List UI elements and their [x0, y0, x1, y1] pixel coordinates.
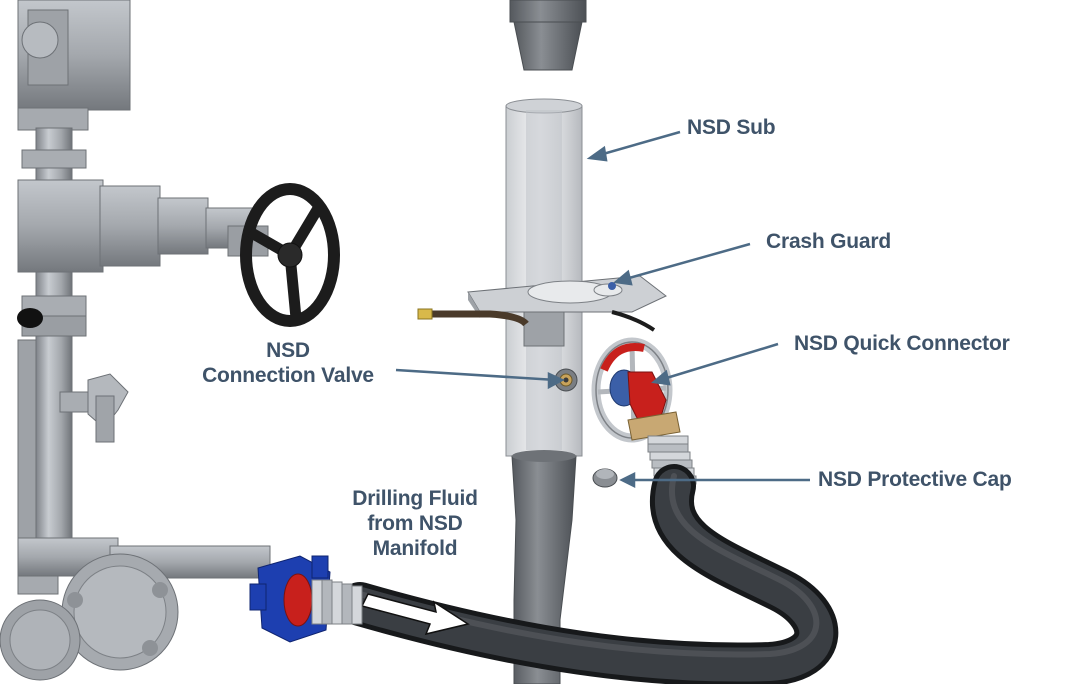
drilling-fluid-hose	[338, 464, 839, 684]
handwheel	[227, 183, 340, 327]
label-protective-cap: NSD Protective Cap	[818, 468, 1012, 491]
label-connection-valve: NSD Connection Valve	[183, 338, 393, 388]
hammer-union	[249, 555, 363, 643]
nsd-sub-assembly	[505, 0, 587, 684]
leader-lines	[395, 130, 810, 489]
plug-valve-knob	[59, 373, 129, 443]
label-crash-guard: Crash Guard	[766, 230, 891, 253]
crash-guard	[417, 275, 667, 332]
label-drilling-fluid: Drilling Fluid from NSD Manifold	[331, 486, 499, 561]
label-nsd-sub: NSD Sub	[687, 116, 776, 139]
flow-arrow	[360, 593, 470, 636]
label-quick-connector: NSD Quick Connector	[794, 332, 1010, 355]
quick-connector	[591, 337, 697, 485]
label-drilling-fluid-line-1: Drilling Fluid	[352, 487, 478, 510]
label-drilling-fluid-line-2: from NSD	[367, 512, 463, 535]
wellhead-structure	[0, 0, 271, 681]
label-drilling-fluid-line-3: Manifold	[372, 537, 458, 560]
label-connection-valve-line-2: Connection Valve	[202, 364, 374, 387]
label-connection-valve-line-1: NSD	[266, 339, 310, 362]
protective-cap	[592, 468, 618, 488]
